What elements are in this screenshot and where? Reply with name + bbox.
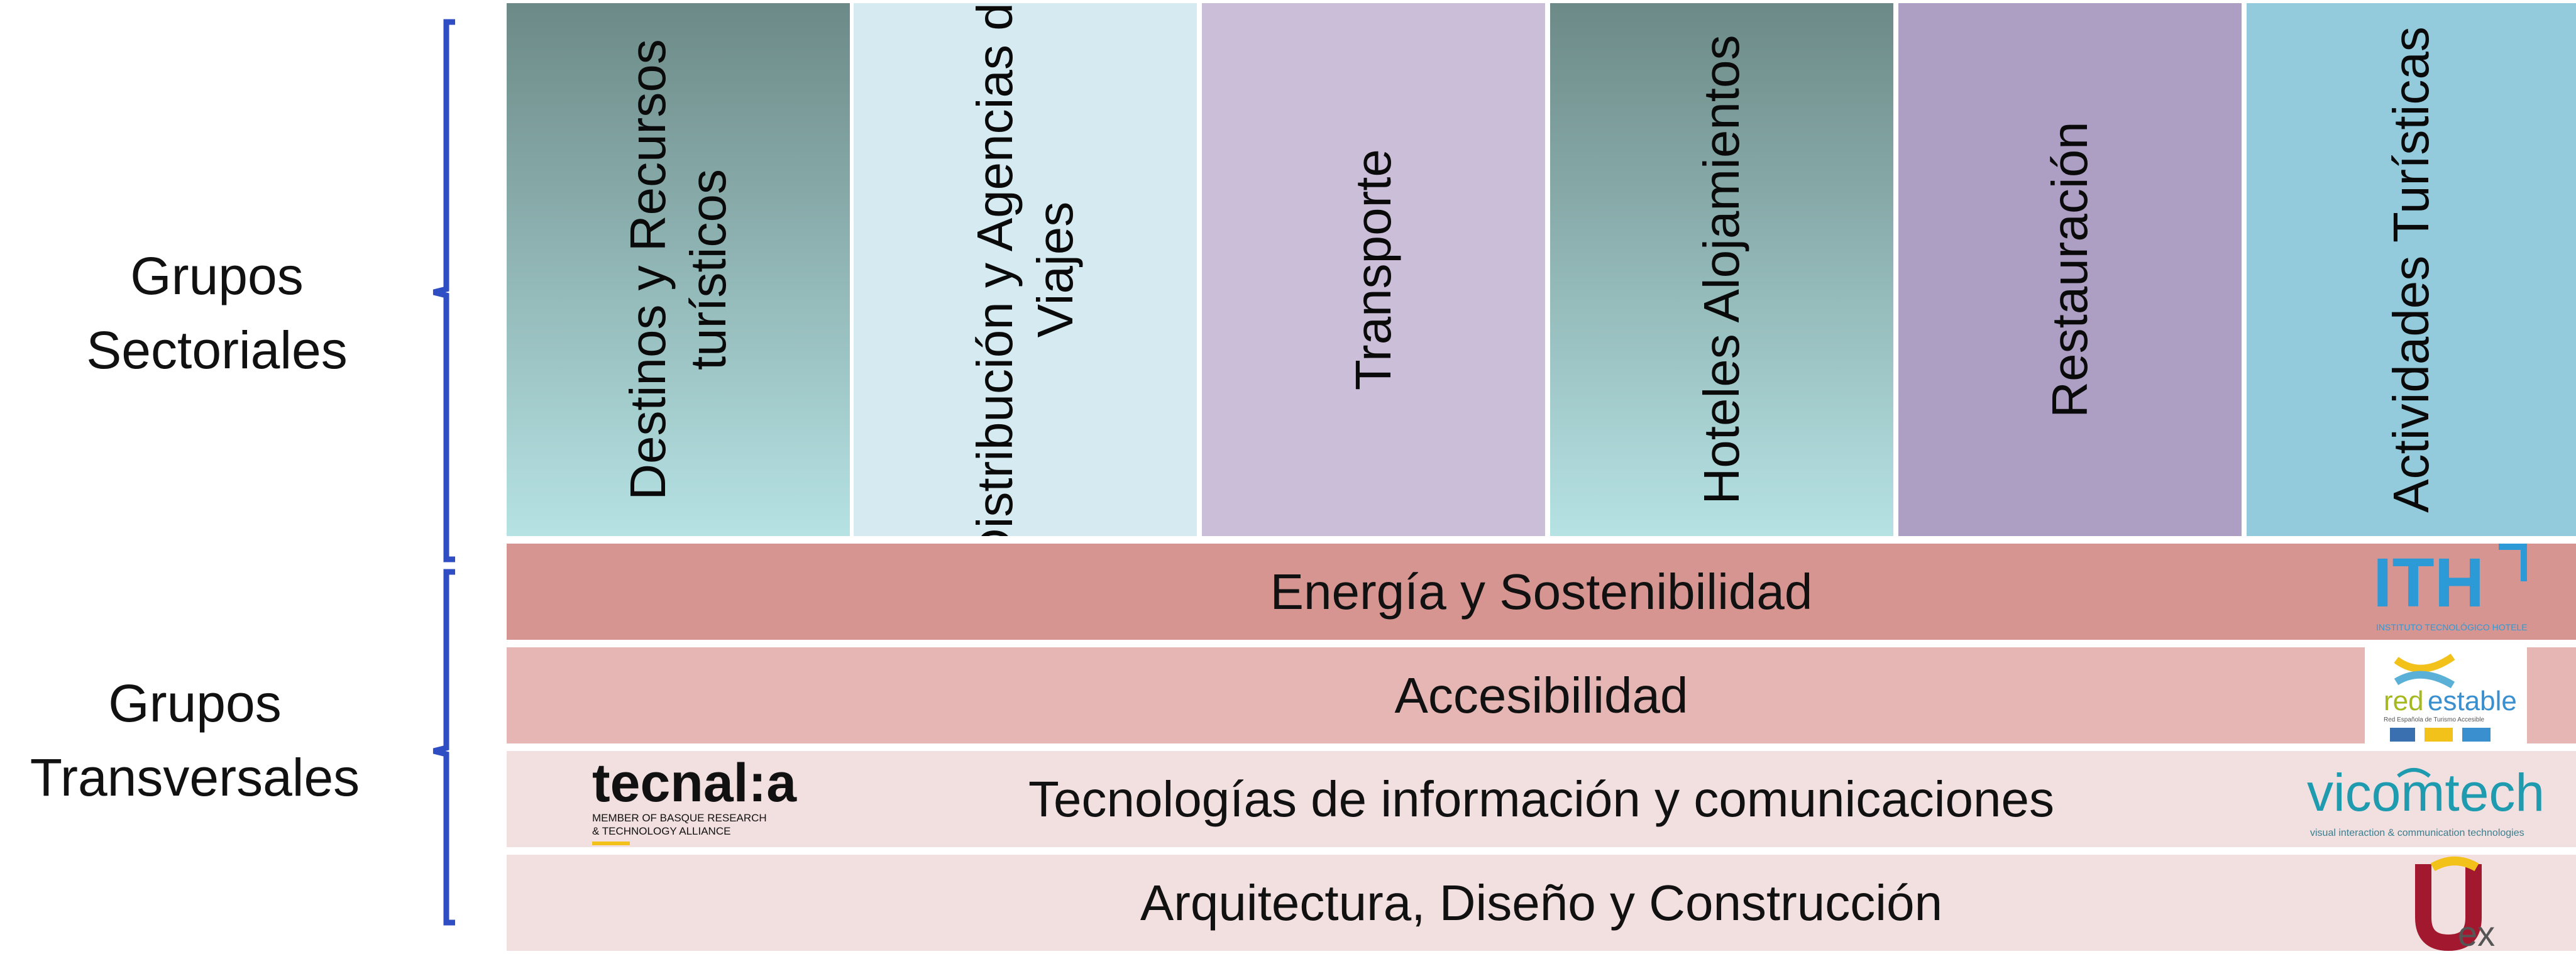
- redestable-logo-graphic: red estable Red Española de Turismo Acce…: [2384, 654, 2517, 742]
- svg-text:INSTITUTO TECNOLÓGICO HOTELERO: INSTITUTO TECNOLÓGICO HOTELERO: [2376, 622, 2527, 632]
- group-sectoriales-label: Grupos Sectoriales: [86, 246, 348, 380]
- row-energia: Energía y Sostenibilidad: [507, 544, 2576, 640]
- column-transporte: Transporte: [1202, 3, 1545, 536]
- svg-text:ITH: ITH: [2373, 544, 2484, 622]
- redestable-logo: red estable Red Española de Turismo Acce…: [2365, 647, 2527, 747]
- tecnalia-logo-graphic: tecnal:a MEMBER OF BASQUE RESEARCH & TEC…: [592, 753, 797, 845]
- row-accesibilidad: Accesibilidad: [507, 647, 2576, 743]
- svg-text:estable: estable: [2428, 686, 2517, 716]
- column-destinos: Destinos y Recursos turísticos: [507, 3, 850, 536]
- row-arquitectura-label: Arquitectura, Diseño y Construcción: [1140, 874, 1943, 931]
- brace-transversales: [432, 569, 455, 926]
- column-hoteles: Hoteles Alojamientos: [1550, 3, 1893, 536]
- svg-text:Red Española de Turismo Accesi: Red Española de Turismo Accesible: [2384, 716, 2485, 723]
- tecnalia-logo: tecnal:a MEMBER OF BASQUE RESEARCH & TEC…: [591, 751, 842, 852]
- svg-text:ex: ex: [2458, 914, 2495, 951]
- uex-logo-graphic: ex: [2415, 857, 2495, 953]
- row-tic: Tecnologías de información y comunicacio…: [507, 751, 2576, 847]
- svg-text:red: red: [2384, 686, 2424, 716]
- vicomtech-logo-graphic: vicomtech visual interaction & communica…: [2307, 763, 2545, 838]
- braces: [432, 19, 455, 926]
- group-transversales-label: Grupos Transversales: [30, 674, 360, 807]
- ith-logo-graphic: ITH INSTITUTO TECNOLÓGICO HOTELERO: [2373, 544, 2541, 632]
- column-actividades: Actividades Turísticas: [2247, 3, 2576, 536]
- row-energia-label: Energía y Sostenibilidad: [1270, 563, 1813, 620]
- row-tic-label: Tecnologías de información y comunicacio…: [1028, 770, 2054, 827]
- brace-sectoriales: [432, 19, 455, 562]
- column-restauracion: Restauración: [1898, 3, 2242, 536]
- svg-text:MEMBER OF BASQUE RESEARCH: MEMBER OF BASQUE RESEARCH: [592, 812, 767, 824]
- svg-text:visual interaction & communica: visual interaction & communication techn…: [2310, 828, 2524, 838]
- column-distribucion: Distribución y Agencias de Viajes: [854, 3, 1197, 536]
- row-arquitectura: Arquitectura, Diseño y Construcción: [507, 855, 2576, 951]
- ith-logo: ITH INSTITUTO TECNOLÓGICO HOTELERO: [2370, 544, 2541, 638]
- svg-text:tecnal:a: tecnal:a: [592, 753, 797, 813]
- row-accesibilidad-label: Accesibilidad: [1394, 667, 1688, 723]
- uex-logo: ex: [2398, 855, 2511, 953]
- svg-text:& TECHNOLOGY ALLIANCE: & TECHNOLOGY ALLIANCE: [592, 825, 730, 837]
- vicomtech-logo: vicomtech visual interaction & communica…: [2304, 757, 2568, 845]
